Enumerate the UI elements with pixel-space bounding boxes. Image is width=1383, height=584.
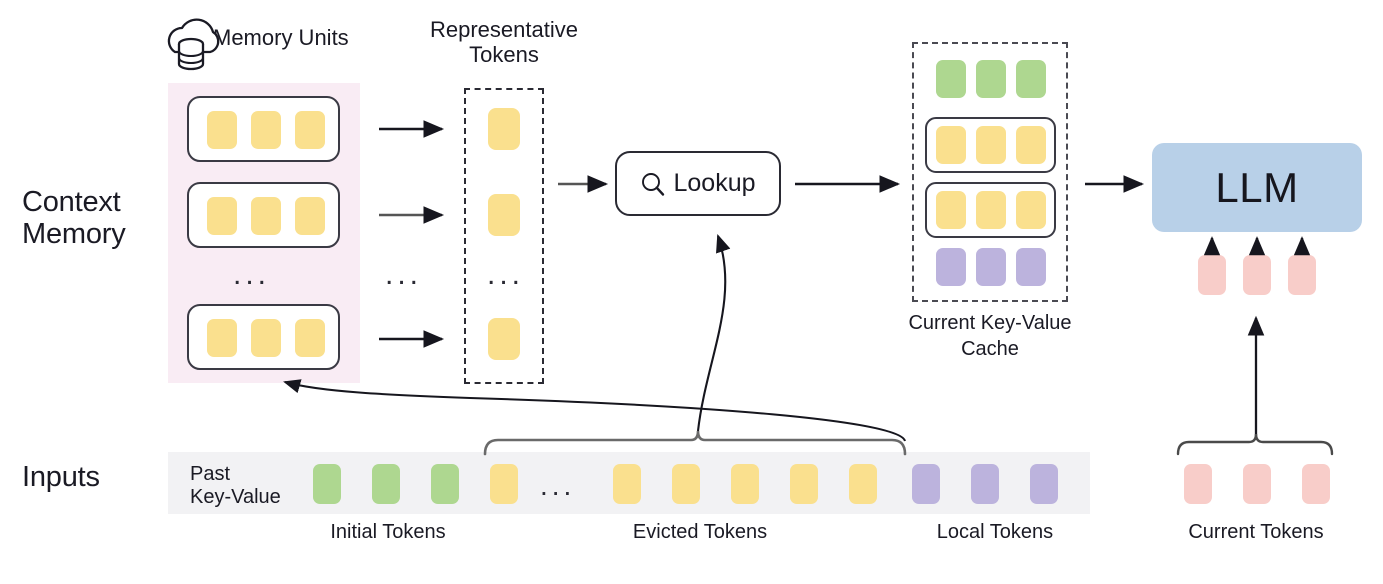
memory-unit-card: [187, 304, 340, 370]
token-yellow: [207, 319, 237, 357]
representative-tokens-heading: Representative Tokens: [430, 17, 578, 67]
memory-units-ellipsis: ...: [233, 258, 271, 291]
token-yellow: [613, 464, 641, 504]
search-icon: [642, 172, 665, 196]
token-yellow: [976, 126, 1006, 164]
token-yellow: [251, 111, 281, 149]
token-yellow: [295, 319, 325, 357]
brace-current-tokens: [1176, 433, 1334, 456]
token-green: [1016, 60, 1046, 98]
token-yellow: [936, 191, 966, 229]
token-yellow: [488, 194, 520, 236]
token-yellow: [488, 318, 520, 360]
llm-node: LLM: [1152, 143, 1362, 232]
context-memory-row-label: Context Memory: [22, 186, 126, 251]
connector-evicted-to-lookup: [696, 234, 731, 432]
token-yellow: [251, 319, 281, 357]
arrows-ellipsis: ...: [385, 258, 423, 291]
token-pink: [1243, 464, 1271, 504]
token-yellow: [295, 197, 325, 235]
token-yellow: [207, 111, 237, 149]
token-yellow: [488, 108, 520, 150]
token-yellow: [790, 464, 818, 504]
lookup-label: Lookup: [673, 169, 756, 197]
token-yellow: [1016, 126, 1046, 164]
llm-label: LLM: [1215, 163, 1299, 211]
token-green: [936, 60, 966, 98]
token-green: [431, 464, 459, 504]
past-key-value-label: Past Key-Value: [190, 463, 281, 508]
token-pink: [1184, 464, 1212, 504]
token-green: [976, 60, 1006, 98]
token-purple: [1016, 248, 1046, 286]
token-pink: [1198, 255, 1226, 295]
token-purple: [936, 248, 966, 286]
token-purple: [1030, 464, 1058, 504]
memory-unit-card: [187, 96, 340, 162]
evicted-tokens-group-label: Evicted Tokens: [632, 521, 768, 543]
kv-cache-row-initial: [936, 60, 1046, 98]
current-kv-cache-box: [912, 42, 1068, 302]
token-yellow: [976, 191, 1006, 229]
token-yellow: [207, 197, 237, 235]
token-purple: [912, 464, 940, 504]
kv-cache-memory-unit-card: [925, 117, 1056, 173]
local-tokens-group-label: Local Tokens: [936, 521, 1054, 543]
inputs-row-label: Inputs: [22, 461, 100, 493]
cloud-database-icon: [167, 18, 220, 71]
brace-evicted-tokens: [483, 430, 907, 456]
inputs-ellipsis: ...: [540, 470, 576, 501]
token-yellow: [251, 197, 281, 235]
token-pink: [1302, 464, 1330, 504]
token-yellow: [849, 464, 877, 504]
lookup-node[interactable]: Lookup: [615, 151, 781, 216]
initial-tokens-group-label: Initial Tokens: [330, 521, 446, 543]
current-kv-cache-heading: Current Key-Value Cache: [908, 312, 1072, 360]
memory-unit-card: [187, 182, 340, 248]
token-yellow: [295, 111, 325, 149]
token-green: [313, 464, 341, 504]
representative-tokens-ellipsis: ...: [487, 258, 525, 291]
token-yellow: [936, 126, 966, 164]
token-yellow: [490, 464, 518, 504]
connector-inputs-to-context-memory: [283, 379, 906, 442]
token-yellow: [672, 464, 700, 504]
kv-cache-row-local: [936, 248, 1046, 286]
token-pink: [1288, 255, 1316, 295]
token-pink: [1243, 255, 1271, 295]
token-yellow: [731, 464, 759, 504]
token-purple: [971, 464, 999, 504]
kv-cache-memory-unit-card: [925, 182, 1056, 238]
token-purple: [976, 248, 1006, 286]
current-tokens-group-label: Current Tokens: [1188, 521, 1324, 543]
token-yellow: [1016, 191, 1046, 229]
token-green: [372, 464, 400, 504]
memory-units-heading: Memory Units: [213, 25, 349, 50]
